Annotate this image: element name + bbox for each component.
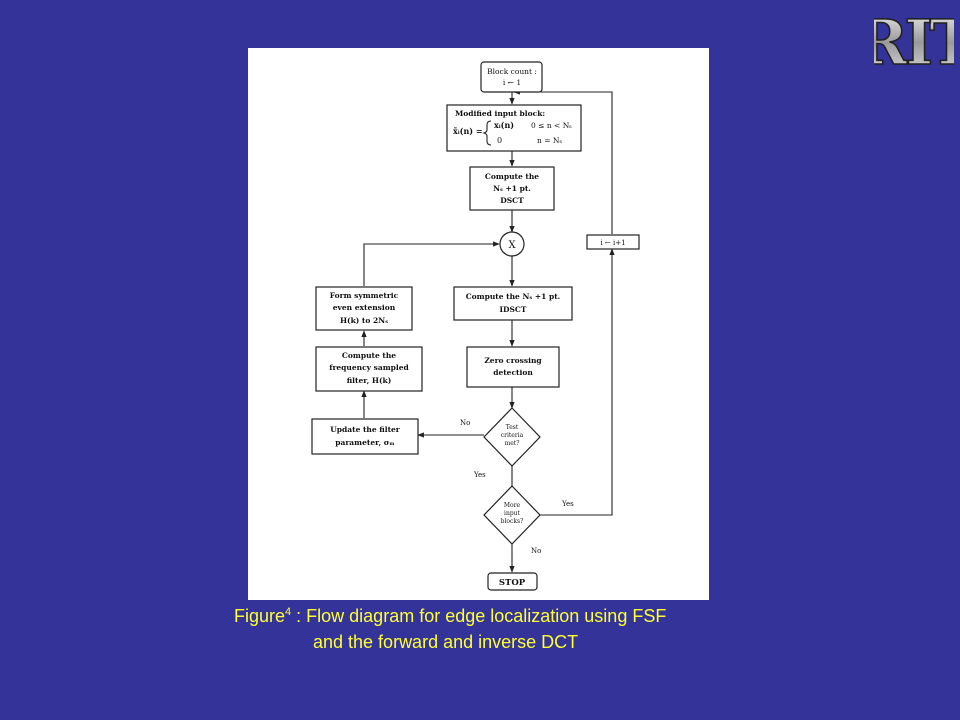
compute-fsf-line3: filter, H(k) bbox=[347, 376, 392, 385]
block-count-line2: i ← 1 bbox=[503, 78, 521, 87]
connector-lines bbox=[361, 89, 615, 573]
edge-label-no-more: No bbox=[531, 547, 541, 555]
more-blocks-line1: More bbox=[504, 502, 521, 509]
compute-idsct-line2: IDSCT bbox=[500, 305, 527, 314]
zero-crossing-line1: Zero crossing bbox=[484, 356, 542, 365]
compute-dsct-line1: Compute the bbox=[485, 172, 539, 181]
edge-label-yes-more: Yes bbox=[561, 500, 574, 508]
form-symmetric-node: Form symmetric even extension H(k) to 2N… bbox=[315, 286, 413, 331]
modified-input-node: Modified input block: x̃ᵢ(n) = xᵢ(n) 0 ≤… bbox=[446, 104, 582, 152]
update-filter-line2: parameter, σₘ bbox=[335, 438, 395, 447]
edge-label-no-test: No bbox=[460, 419, 470, 427]
multiply-label: X bbox=[508, 240, 516, 251]
block-count-node: Block count : i ← 1 bbox=[480, 61, 543, 93]
modified-input-case1-cond: 0 ≤ n < Nₛ bbox=[531, 121, 572, 130]
stop-node: STOP bbox=[487, 572, 538, 591]
update-filter-line1: Update the filter bbox=[330, 425, 401, 434]
compute-fsf-line2: frequency sampled bbox=[329, 363, 409, 372]
caption-line1-rest: : Flow diagram for edge localization usi… bbox=[291, 606, 667, 626]
flow-diagram: Block count : i ← 1 Modified input block… bbox=[311, 61, 640, 591]
form-symmetric-line3: H(k) to 2Nₛ bbox=[340, 316, 388, 325]
modified-input-lhs: x̃ᵢ(n) = bbox=[453, 126, 483, 136]
increment-node: i ← i+1 bbox=[586, 234, 640, 250]
modified-input-title: Modified input block: bbox=[455, 109, 545, 118]
test-criteria-line3: met? bbox=[505, 440, 520, 447]
zero-crossing-line2: detection bbox=[493, 368, 533, 377]
compute-fsf-node: Compute the frequency sampled filter, H(… bbox=[315, 346, 423, 392]
compute-fsf-line1: Compute the bbox=[342, 351, 396, 360]
test-criteria-node: Test criteria met? bbox=[483, 407, 541, 467]
increment-label: i ← i+1 bbox=[600, 239, 625, 247]
modified-input-case1-expr: xᵢ(n) bbox=[494, 120, 514, 130]
form-symmetric-line1: Form symmetric bbox=[330, 291, 399, 300]
modified-input-case2-cond: n = Nₛ bbox=[537, 136, 562, 145]
update-filter-node: Update the filter parameter, σₘ bbox=[311, 418, 419, 455]
zero-crossing-node: Zero crossing detection bbox=[466, 346, 560, 388]
more-blocks-line3: blocks? bbox=[501, 518, 524, 525]
stop-label: STOP bbox=[499, 578, 526, 588]
flow-diagram-panel: Block count : i ← 1 Modified input block… bbox=[248, 48, 709, 600]
test-criteria-line1: Test bbox=[506, 424, 519, 431]
rit-logo-text: RIT bbox=[874, 6, 954, 72]
caption-line-1: Figure4 : Flow diagram for edge localiza… bbox=[234, 606, 666, 627]
form-symmetric-line2: even extension bbox=[333, 303, 396, 312]
caption-superscript: 4 bbox=[285, 606, 292, 618]
caption-prefix: Figure bbox=[234, 606, 286, 626]
edge-label-yes-test: Yes bbox=[473, 471, 486, 479]
caption-line-2: and the forward and inverse DCT bbox=[313, 632, 579, 652]
compute-idsct-line1: Compute the Nₛ +1 pt. bbox=[466, 292, 561, 301]
modified-input-case2-expr: 0 bbox=[497, 136, 502, 145]
compute-dsct-line2: Nₛ +1 pt. bbox=[493, 184, 531, 193]
more-blocks-line2: input bbox=[504, 510, 520, 517]
compute-idsct-node: Compute the Nₛ +1 pt. IDSCT bbox=[453, 286, 573, 321]
multiply-node: X bbox=[499, 231, 525, 257]
more-blocks-node: More input blocks? bbox=[483, 485, 541, 545]
block-count-line1: Block count : bbox=[487, 67, 537, 76]
test-criteria-line2: criteria bbox=[501, 432, 524, 439]
rit-logo: RIT bbox=[874, 5, 954, 72]
compute-dsct-line3: DSCT bbox=[500, 196, 524, 205]
compute-dsct-node: Compute the Nₛ +1 pt. DSCT bbox=[469, 166, 555, 211]
